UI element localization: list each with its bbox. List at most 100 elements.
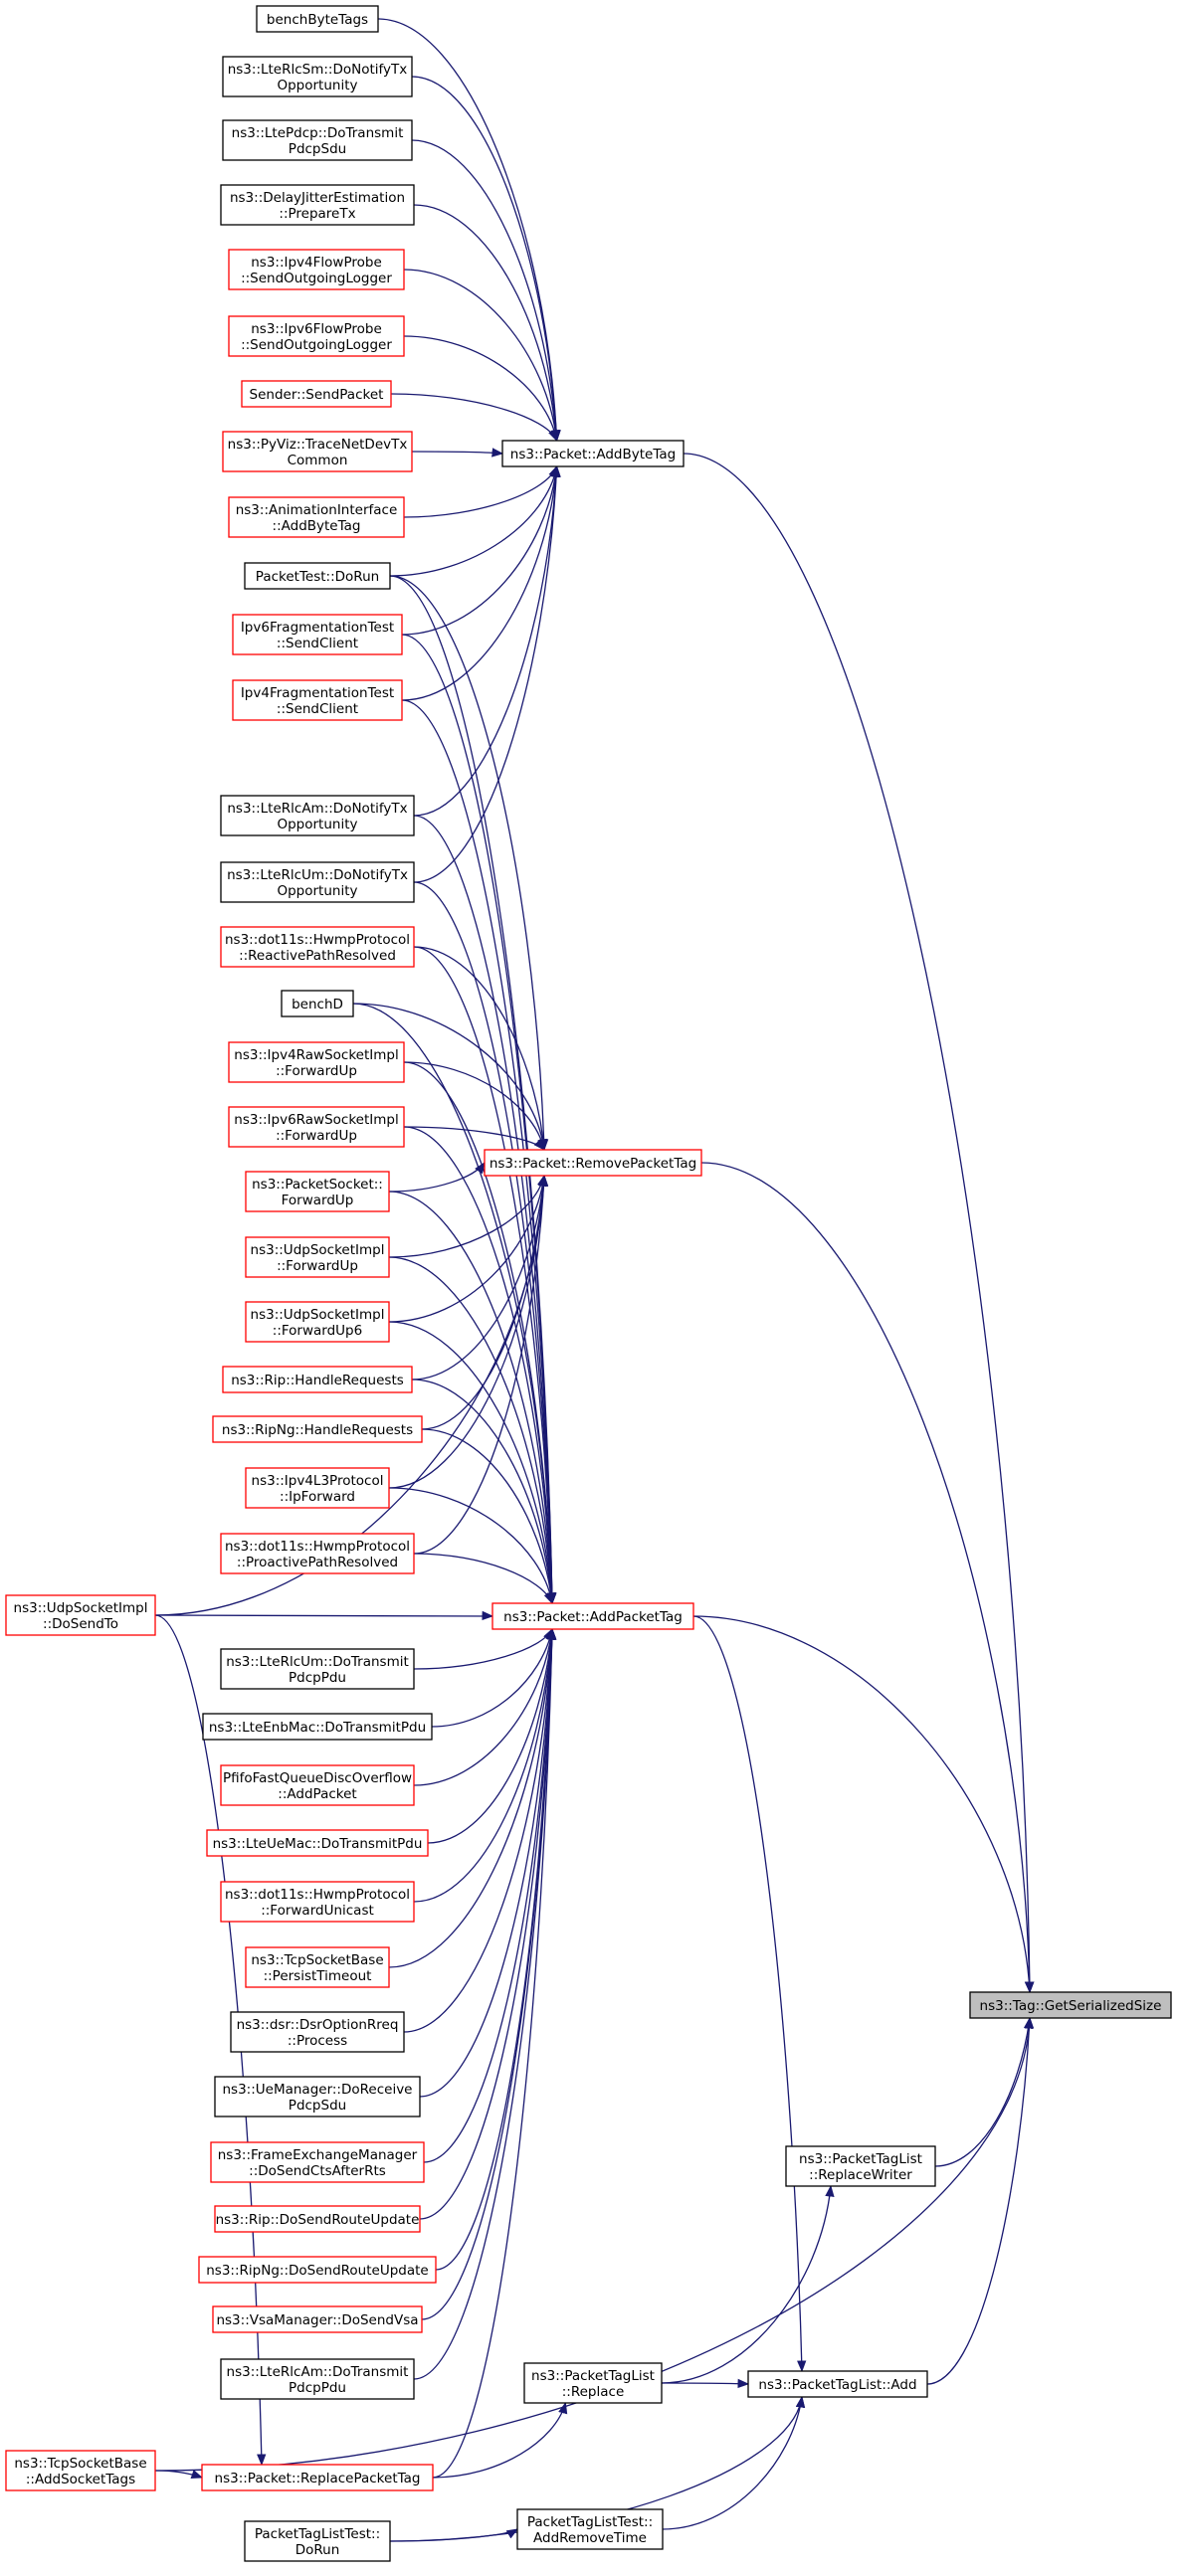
node-PacketSocket[interactable]: ns3::PacketSocket::ForwardUp [245, 1171, 390, 1212]
edge-AnimIface-to-AddByteTag [403, 464, 558, 518]
node-Ipv4Raw[interactable]: ns3::Ipv4RawSocketImpl::ForwardUp [228, 1041, 405, 1083]
node-box [484, 1149, 702, 1177]
node-GetSerializedSize[interactable]: ns3::Tag::GetSerializedSize [969, 1991, 1172, 2019]
node-label: ::ForwardUp [276, 1063, 357, 1079]
node-TcpPersist[interactable]: ns3::TcpSocketBase::PersistTimeout [245, 1946, 390, 1988]
edge-ReplacePacketTag-to-PtlReplace [432, 2401, 568, 2479]
node-box [212, 1415, 423, 1443]
node-Ipv4FlowProbe[interactable]: ns3::Ipv4FlowProbe::SendOutgoingLogger [228, 249, 405, 290]
node-label: ns3::Ipv6RawSocketImpl [234, 1112, 398, 1128]
node-TcpAddSocketTags[interactable]: ns3::TcpSocketBase::AddSocketTags [5, 2450, 156, 2491]
node-label: ns3::PacketTagList::Add [758, 2377, 916, 2393]
edge-LteRlcUmNotify-to-AddPacketTag [413, 881, 557, 1605]
node-box [222, 119, 413, 161]
node-Ipv6Raw[interactable]: ns3::Ipv6RawSocketImpl::ForwardUp [228, 1106, 405, 1148]
node-label: ::SendOutgoingLogger [241, 271, 392, 286]
node-box [228, 1106, 405, 1148]
node-label: AddRemoveTime [533, 2530, 647, 2546]
node-AddPacketTag[interactable]: ns3::Packet::AddPacketTag [491, 1602, 694, 1630]
node-RipRoute[interactable]: ns3::Rip::DoSendRouteUpdate [214, 2205, 421, 2233]
node-Ipv6FlowProbe[interactable]: ns3::Ipv6FlowProbe::SendOutgoingLogger [228, 315, 405, 357]
node-label: ns3::Ipv4L3Protocol [252, 1473, 384, 1489]
edge-Ipv4Raw-to-RemovePacketTag [403, 1061, 547, 1152]
edge-TcpPersist-to-AddPacketTag [388, 1627, 557, 1968]
node-PacketTestDoRun[interactable]: PacketTest::DoRun [244, 562, 391, 590]
node-RipNgRoute[interactable]: ns3::RipNg::DoSendRouteUpdate [198, 2256, 437, 2284]
node-label: Opportunity [277, 883, 357, 899]
node-UdpDoSendTo[interactable]: ns3::UdpSocketImpl::DoSendTo [5, 1594, 156, 1636]
node-PtlAdd[interactable]: ns3::PacketTagList::Add [747, 2370, 928, 2398]
node-DsrRreq[interactable]: ns3::dsr::DsrOptionRreq::Process [230, 2011, 405, 2053]
edge-PacketTestDoRun-to-AddByteTag [389, 464, 560, 577]
node-PtlAddRemoveTime[interactable]: PacketTagListTest::AddRemoveTime [516, 2508, 664, 2550]
node-PtlReplace[interactable]: ns3::PacketTagList::Replace [523, 2362, 663, 2404]
edge-ReplacePacketTag-to-AddPacketTag [432, 1627, 557, 2479]
edge-LteEnbMac-to-AddPacketTag [431, 1627, 555, 1728]
node-label: ::ForwardUp [277, 1258, 358, 1274]
node-label: PacketTagListTest:: [527, 2514, 653, 2530]
edge-Pfifo-to-AddPacketTag [413, 1627, 556, 1786]
node-label: ::SendClient [277, 701, 358, 717]
node-label: ::ForwardUp [276, 1128, 357, 1144]
node-HwmpUnicast[interactable]: ns3::dot11s::HwmpProtocol::ForwardUnicas… [220, 1881, 415, 1923]
node-label: ::Process [288, 2033, 347, 2049]
node-HwmpReactive[interactable]: ns3::dot11s::HwmpProtocol::ReactivePathR… [220, 926, 415, 968]
node-box [228, 1041, 405, 1083]
node-box [245, 1946, 390, 1988]
edge-PtlReplace-to-PtlReplaceWriter [661, 2184, 835, 2384]
node-box [222, 56, 413, 97]
node-DelayJitter[interactable]: ns3::DelayJitterEstimation::PrepareTx [220, 184, 415, 226]
node-UdpFwd[interactable]: ns3::UdpSocketImpl::ForwardUp [245, 1236, 390, 1278]
node-label: DoRun [295, 2542, 340, 2558]
node-LteUeMac[interactable]: ns3::LteUeMac::DoTransmitPdu [206, 1829, 429, 1857]
node-box [220, 184, 415, 226]
node-Pfifo[interactable]: PfifoFastQueueDiscOverflow::AddPacket [220, 1764, 415, 1806]
node-Ipv4FragTest[interactable]: Ipv4FragmentationTest::SendClient [232, 679, 403, 721]
edge-Ipv4FragTest-to-AddByteTag [401, 464, 561, 701]
node-label: ns3::UdpSocketImpl [251, 1242, 385, 1258]
node-Ipv6FragTest[interactable]: Ipv6FragmentationTest::SendClient [232, 614, 403, 655]
node-LteEnbMac[interactable]: ns3::LteEnbMac::DoTransmitPdu [202, 1713, 433, 1741]
node-benchByteTags[interactable]: benchByteTags [256, 5, 379, 33]
node-UdpFwd6[interactable]: ns3::UdpSocketImpl::ForwardUp6 [245, 1301, 390, 1343]
edge-AddPacketTag-to-GetSerializedSize [692, 1615, 1035, 1994]
node-PtlReplaceWriter[interactable]: ns3::PacketTagList::ReplaceWriter [785, 2145, 936, 2187]
node-box [220, 1533, 415, 1574]
edge-LteRlcAmNotify-to-AddPacketTag [413, 815, 557, 1605]
node-AddByteTag[interactable]: ns3::Packet::AddByteTag [501, 440, 685, 467]
node-AnimIface[interactable]: ns3::AnimationInterface::AddByteTag [228, 496, 405, 538]
node-label: ns3::PacketTagList [531, 2368, 655, 2384]
node-HwmpProactive[interactable]: ns3::dot11s::HwmpProtocol::ProactivePath… [220, 1533, 415, 1574]
node-VsaManager[interactable]: ns3::VsaManager::DoSendVsa [212, 2305, 423, 2333]
node-label: ::Replace [562, 2384, 625, 2400]
edge-RipNgHandle-to-RemovePacketTag [421, 1174, 548, 1430]
node-box [220, 861, 415, 903]
node-label: ns3::PacketTagList [799, 2151, 922, 2167]
node-label: benchD [292, 997, 343, 1012]
node-label: ns3::LtePdcp::DoTransmit [232, 125, 404, 141]
node-RipHandle[interactable]: ns3::Rip::HandleRequests [222, 1366, 413, 1393]
node-SenderSendPacket[interactable]: Sender::SendPacket [241, 380, 392, 408]
edge-UdpDoSendTo-to-RemovePacketTag [154, 1174, 549, 1616]
node-benchD[interactable]: benchD [281, 990, 354, 1017]
node-Ipv4L3[interactable]: ns3::Ipv4L3Protocol::IpForward [245, 1467, 390, 1509]
node-box [501, 440, 685, 467]
edge-PtlReplace-to-PtlAdd [661, 2378, 750, 2389]
node-label: PdcpSdu [289, 141, 346, 157]
node-label: ::ForwardUnicast [261, 1903, 374, 1919]
node-RipNgHandle[interactable]: ns3::RipNg::HandleRequests [212, 1415, 423, 1443]
node-label: ns3::UdpSocketImpl [14, 1600, 148, 1616]
node-FrameExch[interactable]: ns3::FrameExchangeManager::DoSendCtsAfte… [210, 2141, 425, 2183]
node-RemovePacketTag[interactable]: ns3::Packet::RemovePacketTag [484, 1149, 702, 1177]
node-PtlTestDoRun[interactable]: PacketTagListTest::DoRun [244, 2520, 391, 2562]
node-ReplacePacketTag[interactable]: ns3::Packet::ReplacePacketTag [201, 2464, 434, 2491]
node-label: ::DoSendCtsAfterRts [249, 2163, 386, 2179]
